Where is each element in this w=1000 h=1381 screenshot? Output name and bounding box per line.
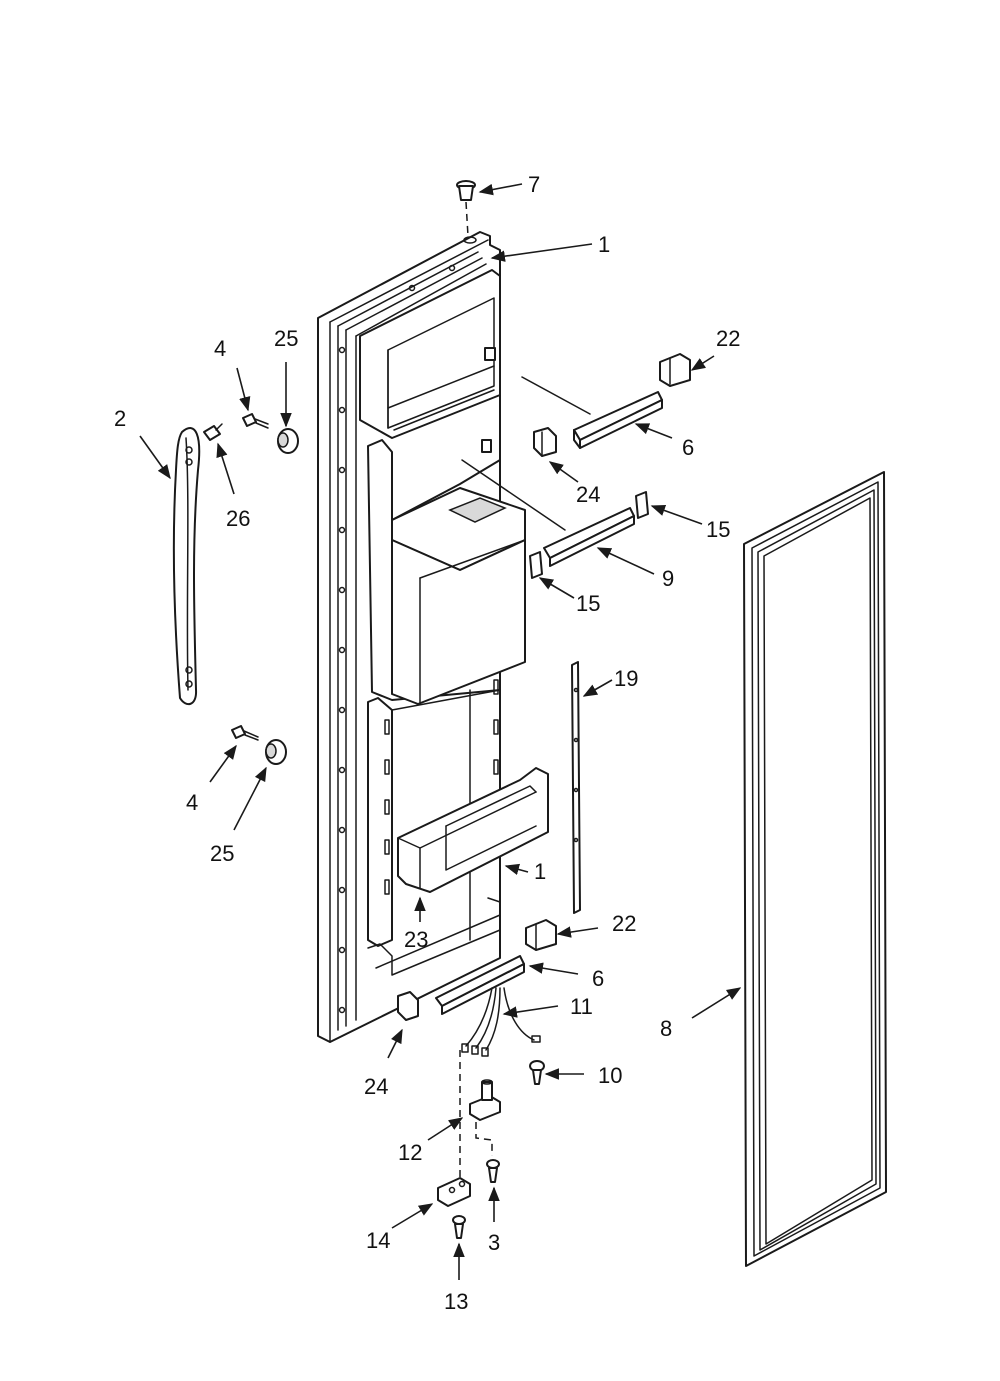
door-handle xyxy=(172,427,201,706)
callout-14: 14 xyxy=(366,1228,390,1253)
callout-7: 7 xyxy=(528,172,540,197)
callout-24: 24 xyxy=(364,1074,388,1099)
callout-26: 26 xyxy=(226,506,250,531)
handle-standoff-lower xyxy=(265,739,287,765)
callout-19: 19 xyxy=(614,666,638,691)
door-gasket xyxy=(743,471,887,1267)
rail-end-cap-upper xyxy=(635,491,649,519)
callout-23: 23 xyxy=(404,927,428,952)
callout-15: 15 xyxy=(706,517,730,542)
callout-9: 9 xyxy=(662,566,674,591)
door-bin xyxy=(397,767,549,893)
door-panel xyxy=(317,231,566,1043)
callout-labels: 7 1 22 4 25 2 26 6 24 15 9 15 19 4 25 1 … xyxy=(114,172,740,1314)
rail-end-cap-lower xyxy=(529,551,543,579)
callout-24: 24 xyxy=(576,482,600,507)
harness-screw xyxy=(529,1060,545,1085)
leader-lines xyxy=(139,183,742,1280)
shelf-clip-upper xyxy=(659,353,691,387)
shelf-slots xyxy=(384,679,499,895)
flange-holes xyxy=(338,264,456,1014)
callout-22: 22 xyxy=(716,326,740,351)
callout-3: 3 xyxy=(488,1230,500,1255)
callout-8: 8 xyxy=(660,1016,672,1041)
callout-25: 25 xyxy=(274,326,298,351)
lower-hinge xyxy=(459,1050,501,1180)
callout-1: 1 xyxy=(598,232,610,257)
callout-6: 6 xyxy=(682,435,694,460)
handle-screw-lower xyxy=(231,725,259,741)
callout-10: 10 xyxy=(598,1063,622,1088)
handle-screw-upper xyxy=(242,413,269,429)
callout-4: 4 xyxy=(214,336,226,361)
callout-11: 11 xyxy=(570,994,593,1019)
callout-4: 4 xyxy=(186,790,198,815)
handle-screw-26 xyxy=(203,423,223,441)
vertical-trim-strip xyxy=(571,661,581,914)
callout-15: 15 xyxy=(576,591,600,616)
shelf-rail-lower xyxy=(435,955,525,1015)
callout-6: 6 xyxy=(592,966,604,991)
hinge-block-screw xyxy=(452,1215,466,1239)
dispenser-rail xyxy=(543,507,635,567)
shelf-end-cap-lower xyxy=(397,991,419,1021)
shelf-end-cap-upper xyxy=(533,427,557,457)
shelf-clip-lower xyxy=(525,919,557,951)
callout-22: 22 xyxy=(612,911,636,936)
callout-25: 25 xyxy=(210,841,234,866)
callout-13: 13 xyxy=(444,1289,468,1314)
hinge-screw xyxy=(486,1159,500,1183)
wire-harness xyxy=(461,987,541,1057)
hinge-block xyxy=(437,1177,471,1207)
shelf-rail-upper xyxy=(521,376,663,449)
callout-2: 2 xyxy=(114,406,126,431)
callout-1: 1 xyxy=(534,859,546,884)
hinge-bushing xyxy=(456,180,476,237)
callout-12: 12 xyxy=(398,1140,422,1165)
handle-standoff-upper xyxy=(277,428,299,454)
